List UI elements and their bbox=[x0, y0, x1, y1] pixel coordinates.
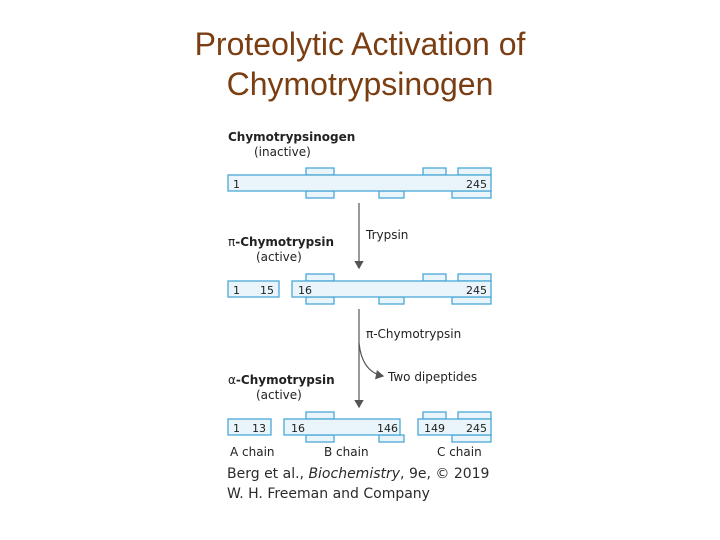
slide-title: Proteolytic Activation of Chymotrypsinog… bbox=[0, 24, 720, 104]
chain-b-label: B chain bbox=[324, 445, 369, 459]
form-name-alpha-chymotrypsin: α-Chymotrypsin bbox=[228, 373, 335, 387]
alpha-prefix: α bbox=[228, 373, 236, 387]
product-two-dipeptides: Two dipeptides bbox=[387, 370, 477, 384]
pi-residue-end: 245 bbox=[466, 284, 487, 297]
form-state-active-pi: (active) bbox=[256, 250, 302, 264]
credit-authors: Berg et al., bbox=[227, 466, 309, 482]
credit-line2: W. H. Freeman and Company bbox=[227, 486, 430, 502]
slide-title-line1: Proteolytic Activation of bbox=[194, 26, 526, 62]
chain-c-label: C chain bbox=[437, 445, 482, 459]
alpha-cut2-right: 149 bbox=[424, 422, 445, 435]
residue-start: 1 bbox=[233, 178, 240, 191]
credit-edition: , 9e, © 2019 bbox=[400, 466, 490, 482]
alpha-cut1-right: 16 bbox=[291, 422, 305, 435]
side-arrow-dipeptides bbox=[358, 342, 385, 380]
pi-prefix: π bbox=[228, 235, 235, 249]
pi-cut-right: 16 bbox=[298, 284, 312, 297]
alpha-residue-start: 1 bbox=[233, 422, 240, 435]
slide-title-line2: Chymotrypsinogen bbox=[226, 66, 494, 102]
credit-book: Biochemistry bbox=[308, 466, 401, 482]
alpha-cut2-left: 146 bbox=[377, 422, 398, 435]
alpha-name: -Chymotrypsin bbox=[236, 373, 335, 387]
pi-chymotrypsin-chain bbox=[227, 273, 492, 305]
chymotrypsinogen-chain bbox=[227, 167, 492, 199]
alpha-residue-end: 245 bbox=[466, 422, 487, 435]
form-state-inactive: (inactive) bbox=[254, 145, 311, 159]
pi-residue-start: 1 bbox=[233, 284, 240, 297]
pi-cut-left: 15 bbox=[260, 284, 274, 297]
credit-line1: Berg et al., Biochemistry, 9e, © 2019 bbox=[227, 464, 489, 484]
figure-credit: Berg et al., Biochemistry, 9e, © 2019 W.… bbox=[227, 464, 489, 504]
residue-end: 245 bbox=[466, 178, 487, 191]
enzyme-trypsin: Trypsin bbox=[365, 228, 408, 242]
form-name-pi-chymotrypsin: π-Chymotrypsin bbox=[228, 235, 334, 249]
alpha-chymotrypsin-chains bbox=[227, 411, 492, 443]
enzyme-pi-chymotrypsin: π-Chymotrypsin bbox=[366, 327, 461, 341]
pi-name: -Chymotrypsin bbox=[235, 235, 334, 249]
chain-a-label: A chain bbox=[230, 445, 275, 459]
alpha-cut1-left: 13 bbox=[252, 422, 266, 435]
form-name-chymotrypsinogen: Chymotrypsinogen bbox=[228, 130, 355, 144]
form-state-active-alpha: (active) bbox=[256, 388, 302, 402]
